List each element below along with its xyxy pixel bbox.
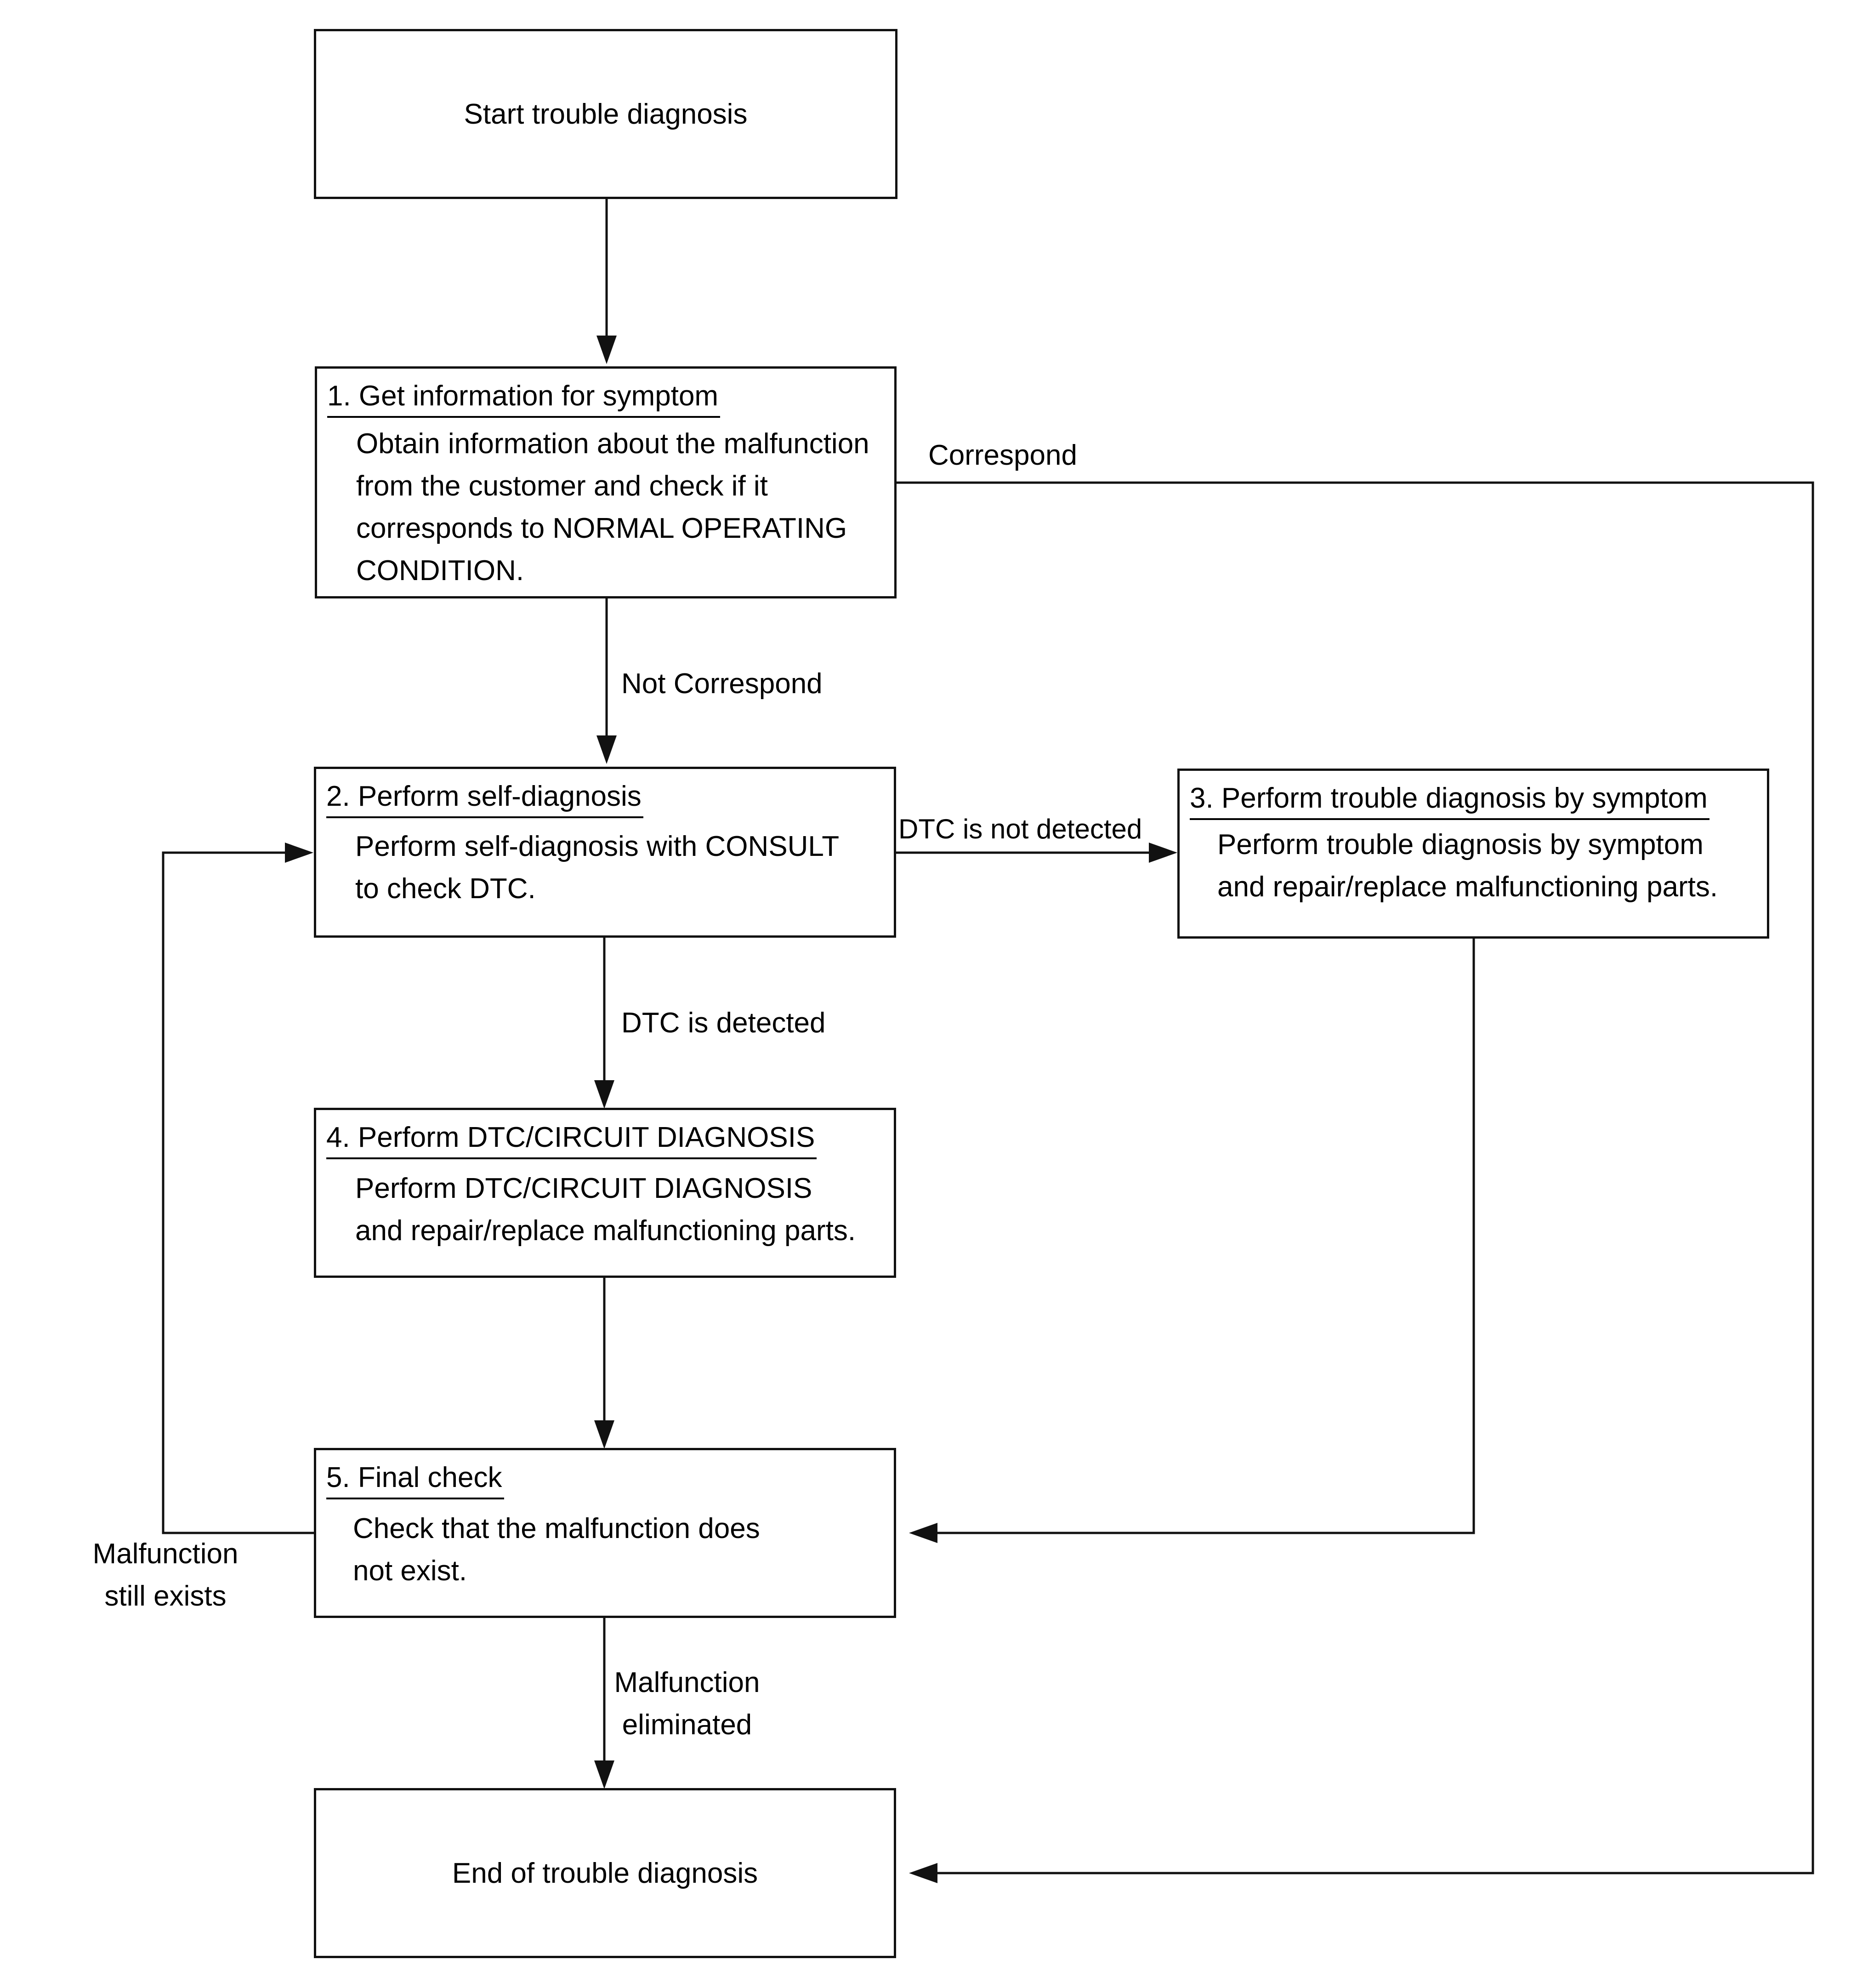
edge-step5-to-step2 [162, 851, 314, 1534]
edge-label-line: eliminated [622, 1709, 752, 1741]
step1-body: Obtain information about the malfunction… [356, 423, 869, 592]
edge-label-malfunction-still-exists: Malfunction still exists [83, 1533, 248, 1618]
arrowhead-step4 [594, 1080, 614, 1109]
edge-label-line: Malfunction [614, 1667, 760, 1698]
step3-title: 3. Perform trouble diagnosis by symptom [1190, 782, 1709, 820]
step1-line: Obtain information about the malfunction [356, 428, 869, 460]
arrowhead-step2-left [285, 843, 313, 863]
arrowhead-end [594, 1760, 614, 1789]
step5-line: not exist. [353, 1555, 467, 1587]
edge-label-dtc-not-detected: DTC is not detected [898, 814, 1142, 844]
step3-body: Perform trouble diagnosis by symptom and… [1217, 824, 1718, 908]
step5-line: Check that the malfunction does [353, 1513, 760, 1544]
step4-title: 4. Perform DTC/CIRCUIT DIAGNOSIS [326, 1121, 817, 1159]
step3-line: Perform trouble diagnosis by symptom [1217, 829, 1704, 860]
step4-body: Perform DTC/CIRCUIT DIAGNOSIS and repair… [355, 1168, 856, 1252]
edge-step1-to-end [896, 481, 1814, 1874]
start-node-label: Start trouble diagnosis [464, 98, 748, 130]
edge-label-not-correspond: Not Correspond [621, 668, 823, 700]
arrowhead-step5-right [909, 1523, 937, 1543]
end-node-label: End of trouble diagnosis [452, 1857, 758, 1889]
step4-node: 4. Perform DTC/CIRCUIT DIAGNOSIS Perform… [314, 1108, 896, 1278]
step2-node: 2. Perform self-diagnosis Perform self-d… [314, 767, 896, 938]
arrowhead-end-right [909, 1863, 937, 1883]
step3-node: 3. Perform trouble diagnosis by symptom … [1177, 769, 1769, 939]
step1-line: corresponds to NORMAL OPERATING [356, 513, 847, 544]
step1-node: 1. Get information for symptom Obtain in… [315, 366, 897, 598]
step4-line: Perform DTC/CIRCUIT DIAGNOSIS [355, 1173, 812, 1204]
step5-body: Check that the malfunction does not exis… [353, 1508, 760, 1592]
step1-title: 1. Get information for symptom [327, 380, 721, 418]
step2-title: 2. Perform self-diagnosis [326, 780, 643, 818]
arrowhead-step1 [596, 336, 617, 364]
step5-title: 5. Final check [326, 1461, 504, 1499]
step3-line: and repair/replace malfunctioning parts. [1217, 871, 1718, 903]
arrowhead-step3 [1149, 843, 1177, 863]
step1-line: from the customer and check if it [356, 470, 768, 502]
step2-line: Perform self-diagnosis with CONSULT [355, 831, 840, 862]
edge-label-correspond: Correspond [928, 439, 1077, 471]
arrowhead-step5 [594, 1420, 614, 1449]
edge-label-line: Malfunction [92, 1538, 239, 1570]
step5-node: 5. Final check Check that the malfunctio… [314, 1448, 896, 1618]
end-node: End of trouble diagnosis [314, 1788, 896, 1958]
step2-body: Perform self-diagnosis with CONSULT to c… [355, 826, 839, 910]
start-node: Start trouble diagnosis [314, 29, 897, 199]
step4-line: and repair/replace malfunctioning parts. [355, 1215, 856, 1247]
edge-label-malfunction-eliminated: Malfunction eliminated [604, 1662, 770, 1746]
edge-step3-to-step5 [914, 938, 1475, 1534]
arrowhead-step2 [596, 735, 617, 764]
edge-label-line: still exists [104, 1580, 227, 1612]
edge-label-dtc-detected: DTC is detected [621, 1007, 826, 1039]
step1-line: CONDITION. [356, 555, 524, 587]
step2-line: to check DTC. [355, 873, 536, 905]
